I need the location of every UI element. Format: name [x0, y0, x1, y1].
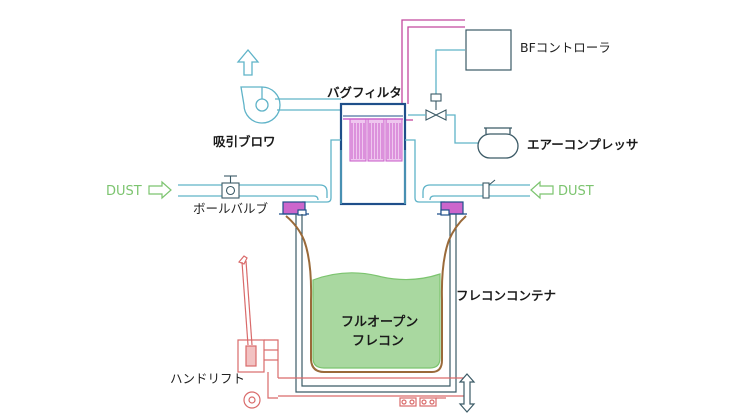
blower-duct [275, 98, 341, 111]
left-arrow-icon [530, 180, 554, 200]
controller-wiring [400, 19, 465, 121]
air-compressor-label: エアーコンプレッサ [527, 137, 638, 152]
ball-valve [221, 175, 240, 199]
blower-label: 吸引ブロワ [213, 134, 276, 149]
hand-lift-label: ハンドリフト [170, 371, 245, 386]
right-inlet-clamp [482, 179, 496, 199]
open-bag-label-line1: フルオープン [341, 315, 418, 330]
bag-filter [339, 102, 407, 206]
right-inlet-pipe [422, 184, 530, 201]
up-arrow-icon [236, 48, 260, 76]
bf-controller-label: BFコントローラ [520, 40, 611, 55]
open-bag-label-line2: フレコン [352, 334, 404, 349]
filter-bags [349, 118, 403, 162]
air-line [408, 114, 480, 144]
solenoid-valve [425, 93, 447, 121]
dust-left-label: DUST [106, 184, 142, 199]
bf-controller-box [465, 29, 512, 71]
left-inlet-pipe [178, 184, 328, 201]
ball-valve-label: ボールバルブ [193, 201, 269, 216]
lid-flanges [279, 201, 467, 216]
right-arrow-icon [148, 180, 172, 200]
suction-blower [240, 86, 281, 124]
double-vertical-arrow-icon [458, 373, 476, 413]
flexible-container [295, 214, 457, 393]
bag-filter-label: バグフィルタ [327, 85, 402, 100]
air-compressor [477, 127, 519, 159]
controller-valve-line [435, 49, 465, 94]
open-bag [285, 215, 467, 373]
dust-right-label: DUST [558, 184, 594, 199]
hand-lift [237, 255, 468, 409]
filter-outlet-ducts [302, 139, 445, 204]
flexible-container-label: フレコンコンテナ [456, 288, 556, 303]
